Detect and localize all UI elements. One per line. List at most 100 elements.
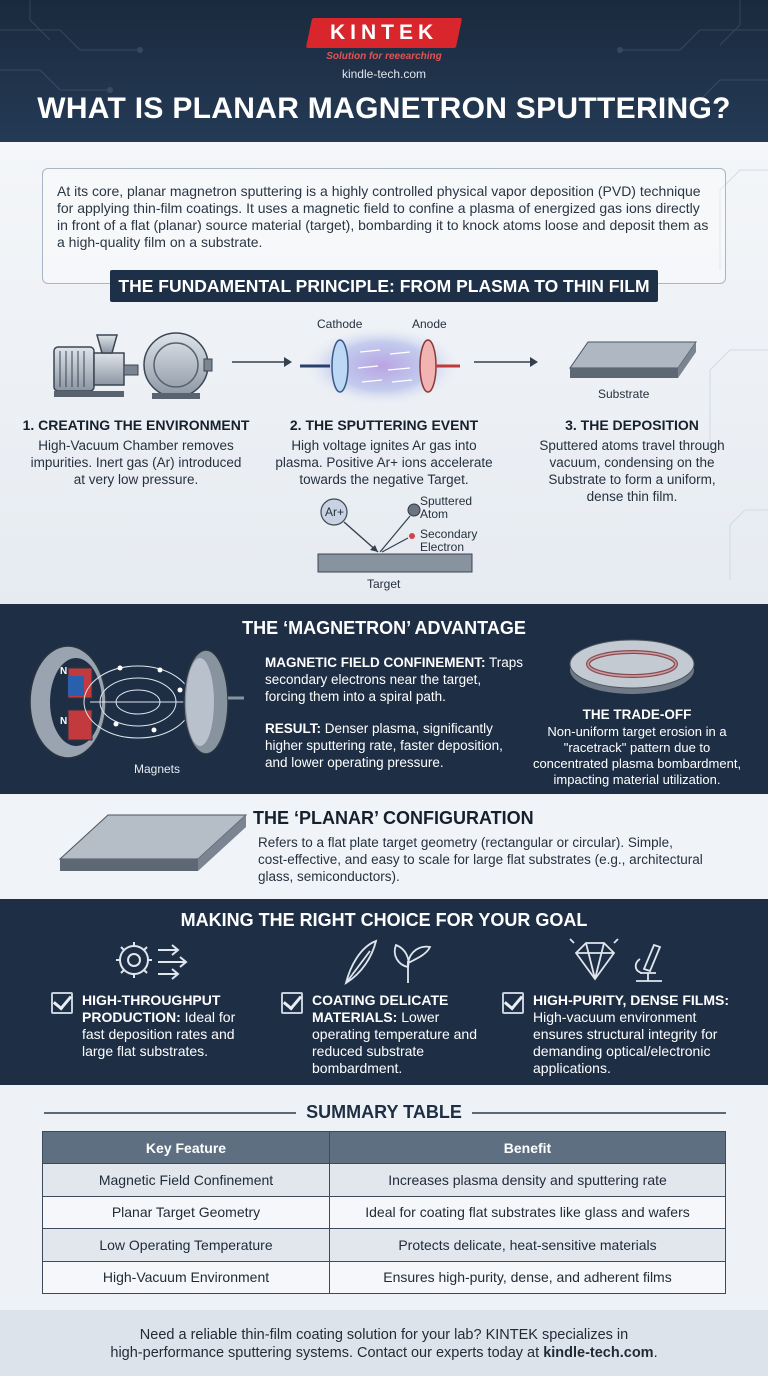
table-cell: High-Vacuum Environment <box>42 1260 330 1294</box>
tagline: Solution for reeearching <box>326 51 442 62</box>
planar-text: Refers to a flat plate target geometry (… <box>258 834 738 885</box>
text-line: demanding optical/electronic <box>533 1043 711 1059</box>
desc-line: Substrate to form a uniform, <box>548 472 716 487</box>
substrate-label: Substrate <box>598 387 650 401</box>
text-line: "racetrack" pattern due to <box>563 740 711 755</box>
sputtered-atom-label: Sputtered Atom <box>420 495 472 521</box>
step-2-title: 2. THE SPUTTERING EVENT <box>289 417 479 433</box>
arrow-right-icon <box>232 357 292 367</box>
text-line: impacting material utilization. <box>553 772 721 787</box>
intro-box: At its core, planar magnetron sputtering… <box>42 168 726 284</box>
plasma-diagram-icon <box>300 326 460 406</box>
column-header: Benefit <box>329 1131 726 1164</box>
text-line: Ideal for <box>184 1009 236 1025</box>
racetrack-target-icon <box>569 639 695 694</box>
column-header: Key Feature <box>42 1131 330 1164</box>
result-label: RESULT: <box>265 721 321 736</box>
kintek-logo[interactable]: KINTEK <box>305 18 463 48</box>
label-line: Atom <box>420 507 449 521</box>
confinement-label: MAGNETIC FIELD CONFINEMENT: <box>265 655 486 670</box>
goal-head: PRODUCTION: <box>82 1009 181 1025</box>
text-line: forcing them into a spiral path. <box>265 689 446 704</box>
summary-divider-right <box>472 1112 726 1114</box>
magnetron-heading: THE ‘MAGNETRON’ ADVANTAGE <box>242 618 526 638</box>
footer-line: Need a reliable thin-film coating soluti… <box>139 1327 629 1343</box>
desc-line: impurities. Inert gas (Ar) introduced <box>30 455 242 470</box>
desc-line: High voltage ignites Ar gas into <box>291 438 477 453</box>
text-line: glass, semiconductors). <box>258 869 400 884</box>
result-text: RESULT: Denser plasma, significantly hig… <box>265 720 535 771</box>
text-line: Non-uniform target erosion in a <box>547 724 727 739</box>
step-1-desc: High-Vacuum Chamber removes impurities. … <box>14 437 258 488</box>
goal-2-checkbox[interactable] <box>281 992 303 1014</box>
diamond-microscope-icon <box>569 938 662 982</box>
site-link[interactable]: kindle-tech.com <box>341 67 427 81</box>
summary-table: Key Feature Benefit Magnetic Field Confi… <box>42 1131 726 1294</box>
desc-line: Sputtered atoms travel through <box>539 438 725 453</box>
footer-text: . <box>653 1345 658 1361</box>
label-line: Electron <box>420 540 465 554</box>
goal-3-text: HIGH-PURITY, DENSE FILMS: High-vacuum en… <box>533 992 763 1077</box>
choice-heading: MAKING THE RIGHT CHOICE FOR YOUR GOAL <box>180 910 588 930</box>
tradeoff-title: THE TRADE-OFF <box>582 707 692 722</box>
text-line: ensures structural integrity for <box>533 1026 718 1042</box>
cathode-label: Cathode <box>317 317 363 331</box>
tradeoff-block: THE TRADE-OFF Non-uniform target erosion… <box>532 706 742 788</box>
step-3-title: 3. THE DEPOSITION <box>565 417 699 433</box>
summary-divider-left <box>44 1112 296 1114</box>
table-cell: Low Operating Temperature <box>42 1228 330 1262</box>
goal-1-checkbox[interactable] <box>51 992 73 1014</box>
summary-heading: SUMMARY TABLE <box>306 1102 462 1122</box>
goal-head: HIGH-PURITY, DENSE FILMS: <box>533 992 730 1008</box>
desc-line: at very low pressure. <box>73 472 199 487</box>
feather-leaf-icon <box>344 939 432 985</box>
text-line: Denser plasma, significantly <box>324 721 493 736</box>
footer-text: high-performance sputtering systems. Con… <box>110 1345 540 1361</box>
step-1-title: 1. CREATING THE ENVIRONMENT <box>22 417 250 433</box>
footer-cta: Need a reliable thin-film coating soluti… <box>0 1310 768 1376</box>
desc-line: towards the negative Target. <box>299 472 469 487</box>
text-line: Traps <box>489 655 524 670</box>
ar-ion-label: Ar+ <box>325 505 345 519</box>
table-cell: Ensures high-purity, dense, and adherent… <box>329 1260 726 1294</box>
text-line: large flat substrates. <box>82 1043 209 1059</box>
circuit-pattern-icon <box>0 0 768 103</box>
text-line: concentrated plasma bombardment, <box>532 756 742 771</box>
table-row: Magnetic Field Confinement Increases pla… <box>42 1163 726 1197</box>
magnet-ring-icon <box>29 645 244 759</box>
table-cell: Magnetic Field Confinement <box>42 1163 330 1197</box>
text-line: High-vacuum environment <box>533 1009 697 1025</box>
goal-head: MATERIALS: <box>312 1009 398 1025</box>
table-cell: Protects delicate, heat-sensitive materi… <box>329 1228 726 1262</box>
table-cell: Planar Target Geometry <box>42 1195 330 1229</box>
anode-label: Anode <box>412 317 447 331</box>
desc-line: High-Vacuum Chamber removes <box>38 438 234 453</box>
text-line: bombardment. <box>312 1060 403 1076</box>
step-3-desc: Sputtered atoms travel through vacuum, c… <box>510 437 754 505</box>
step-2-desc: High voltage ignites Ar gas into plasma.… <box>264 437 504 488</box>
label-line: Secondary <box>420 527 478 541</box>
planar-heading: THE ‘PLANAR’ CONFIGURATION <box>253 808 534 828</box>
vacuum-pump-icon <box>53 332 213 399</box>
magnets-label: Magnets <box>133 762 181 776</box>
text-line: Lower <box>401 1009 440 1025</box>
goal-3-checkbox[interactable] <box>502 992 524 1014</box>
table-row: Low Operating Temperature Protects delic… <box>42 1228 726 1262</box>
table-row: High-Vacuum Environment Ensures high-pur… <box>42 1260 726 1294</box>
desc-line: plasma. Positive Ar+ ions accelerate <box>275 455 493 470</box>
text-line: and lower operating pressure. <box>265 755 444 770</box>
goal-head: COATING DELICATE <box>312 992 449 1008</box>
substrate-icon <box>569 341 697 378</box>
footer-link[interactable]: kindle-tech.com <box>543 1345 654 1361</box>
sputter-event-diagram-icon <box>317 498 473 573</box>
desc-line: dense thin film. <box>586 489 678 504</box>
pole-s-label: N <box>60 716 68 727</box>
text-line: reduced substrate <box>312 1043 425 1059</box>
choice-section <box>0 899 768 1085</box>
text-line: operating temperature and <box>312 1026 477 1042</box>
planar-plate-icon <box>58 814 248 871</box>
confinement-text: MAGNETIC FIELD CONFINEMENT: Traps second… <box>265 654 530 705</box>
label-line: Sputtered <box>420 494 473 508</box>
page-title: WHAT IS PLANAR MAGNETRON SPUTTERING? <box>37 92 731 125</box>
table-row: Planar Target Geometry Ideal for coating… <box>42 1195 726 1229</box>
